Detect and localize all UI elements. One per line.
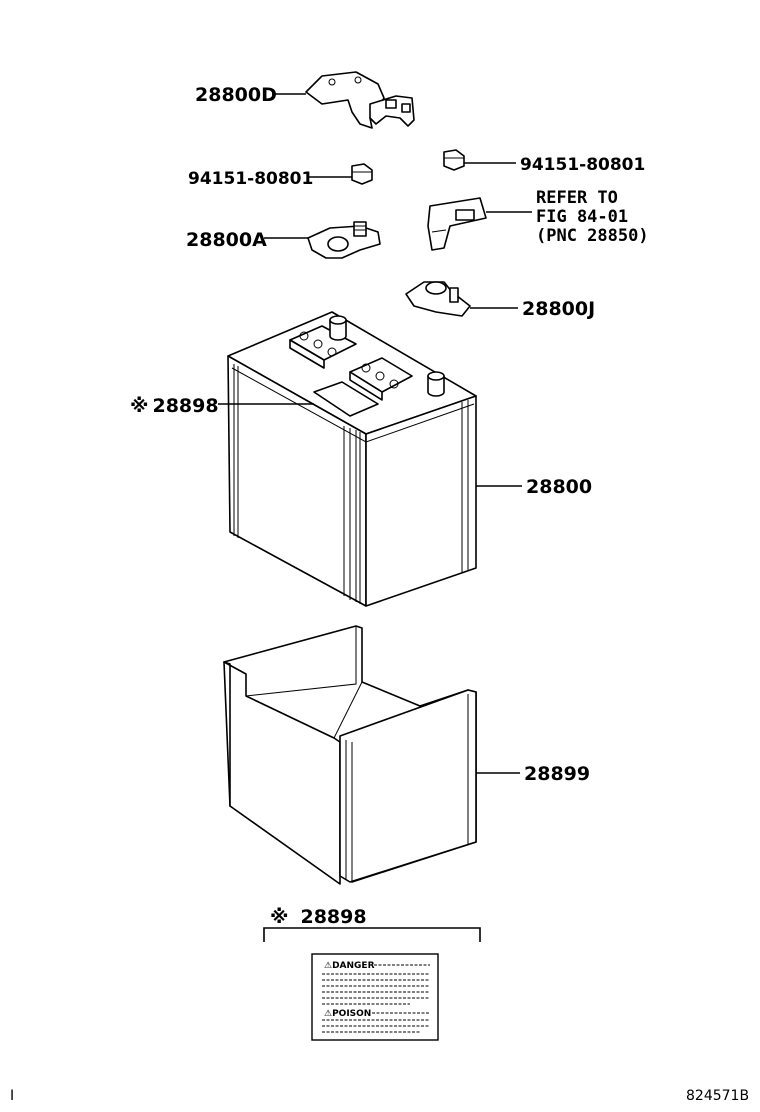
label-bracket [263,927,481,942]
danger-heading: ⚠DANGER [324,961,375,971]
callout-28800A: 28800A [186,229,267,251]
callout-28899: 28899 [524,763,590,785]
nut-left-part [351,163,373,185]
nut-right-part [443,149,465,171]
cover-clamp-part [305,71,415,129]
battery-part [227,311,477,607]
callout-28800D: 28800D [195,84,277,106]
callout-nut-left: 94151-80801 [188,169,313,189]
callout-28800: 28800 [526,476,592,498]
callout-28898-detail: ※28898 [270,906,367,928]
tray-part [223,625,477,885]
refer-component-part [427,197,487,251]
figure-id: 824571B [686,1088,749,1104]
refer-note-line2: FIG 84-01 [536,207,628,227]
warning-label-sticker: ⚠DANGER ⚠POISON [311,953,439,1041]
footer-left-mark: I [10,1088,14,1104]
refer-note-line3: (PNC 28850) [536,226,649,246]
callout-nut-right: 94151-80801 [520,155,645,175]
refer-note-line1: REFER TO [536,188,618,208]
terminal-a-part [307,221,381,259]
callout-28800J: 28800J [522,298,595,320]
callout-28898-ref: ※28898 [130,395,219,417]
poison-heading: ⚠POISON [324,1009,371,1019]
terminal-j-part [405,281,471,317]
